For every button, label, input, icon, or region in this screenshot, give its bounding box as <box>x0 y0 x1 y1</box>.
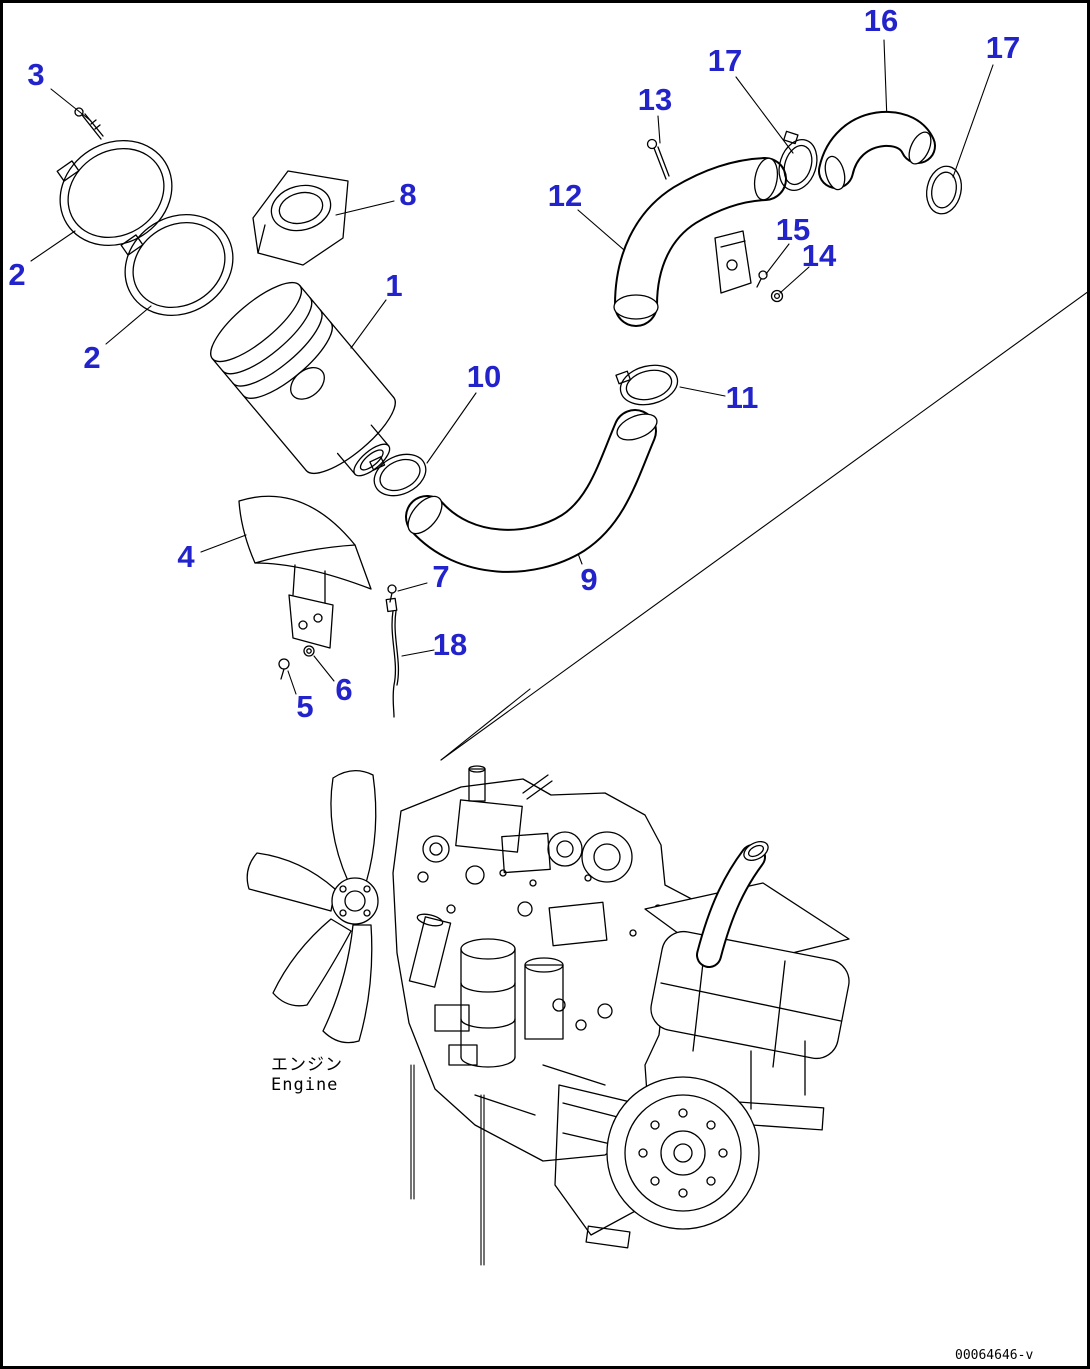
engine-block <box>392 765 708 1249</box>
part-label-12: 12 <box>547 178 583 213</box>
sensor-wire-18 <box>385 597 400 718</box>
hose-9 <box>405 409 658 573</box>
elbow-16 <box>818 110 936 191</box>
engine-caption-en: Engine <box>271 1075 339 1095</box>
part-label-8: 8 <box>399 177 417 212</box>
engine-exhaust-pipe <box>696 841 769 968</box>
washer-6 <box>303 645 315 657</box>
reference-lines <box>440 291 1087 761</box>
part-label-4: 4 <box>177 539 195 574</box>
part-label-2a: 2 <box>8 257 26 292</box>
engine-dipstick-rods <box>410 1064 485 1266</box>
part-label-18: 18 <box>432 627 468 662</box>
leader-lines <box>30 39 994 695</box>
part-label-11: 11 <box>725 380 759 415</box>
engine-flywheel <box>606 1076 760 1230</box>
engine-illustration <box>246 765 850 1266</box>
bracket-8 <box>252 170 349 266</box>
part-label-1: 1 <box>385 268 403 303</box>
part-label-10: 10 <box>466 359 502 394</box>
bolt-7 <box>387 584 397 603</box>
part-label-9: 9 <box>580 562 598 597</box>
part-label-16: 16 <box>863 3 899 38</box>
washer-14 <box>770 289 784 303</box>
clamp-10 <box>369 453 427 497</box>
part-label-5: 5 <box>296 689 314 724</box>
pin-13 <box>646 138 670 180</box>
clamp-11 <box>615 364 679 406</box>
part-label-3: 3 <box>27 57 45 92</box>
part-label-7: 7 <box>432 559 450 594</box>
hose-12 <box>613 157 787 327</box>
clamp-17-left <box>778 130 818 191</box>
screw-3 <box>74 107 104 140</box>
cover-4 <box>238 495 372 649</box>
part-label-15: 15 <box>775 212 811 247</box>
part-label-2b: 2 <box>83 340 101 375</box>
engine-caption: エンジン Engine <box>271 1055 343 1095</box>
engine-caption-jp: エンジン <box>271 1055 343 1075</box>
part-label-17b: 17 <box>985 30 1021 65</box>
part-label-14: 14 <box>801 238 837 273</box>
bolt-15 <box>756 270 768 288</box>
engine-fan <box>246 770 379 1044</box>
hose-clamp-2-lower <box>120 213 234 317</box>
bolt-5 <box>278 658 290 680</box>
part-label-6: 6 <box>335 672 353 707</box>
part-label-13: 13 <box>637 82 673 117</box>
hose-clamp-2-upper <box>56 139 173 247</box>
doc-id: 00064646-v <box>955 1348 1034 1363</box>
clamp-17-right <box>925 165 963 215</box>
part-label-17a: 17 <box>707 43 743 78</box>
diagram-line-art <box>30 39 1087 1266</box>
air-cleaner-1 <box>210 282 396 477</box>
